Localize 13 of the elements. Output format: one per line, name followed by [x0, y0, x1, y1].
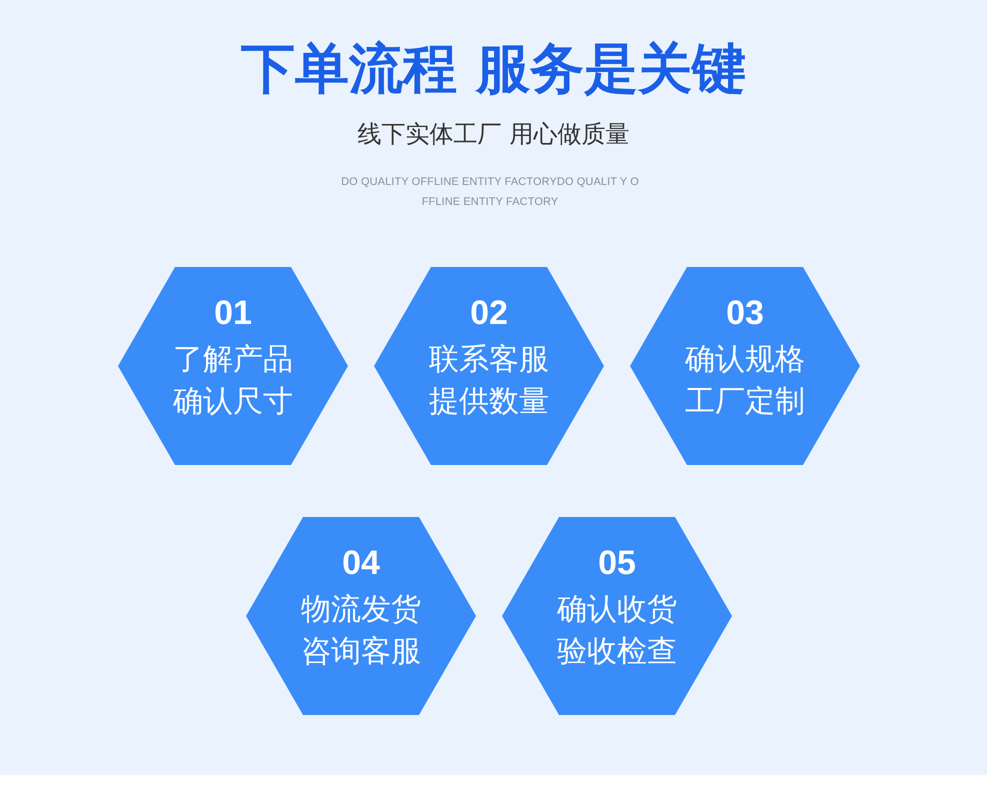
step-number: 04	[341, 543, 381, 583]
title: 下单流程 服务是关键	[240, 36, 747, 102]
subtitle: 线下实体工厂 用心做质量	[356, 119, 630, 150]
step-text: 物流发货咨询客服	[300, 591, 422, 671]
step-text: 联系客服提供数量	[428, 341, 550, 421]
step-number: 03	[725, 293, 765, 333]
step-number: 01	[213, 293, 253, 333]
step-text: 确认收货验收检查	[556, 591, 678, 671]
step-number: 05	[597, 543, 637, 583]
english-tagline: DO QUALITY OFFLINE ENTITY FACTORYDO QUALIT Y OFFLINE ENTITY FACTORY	[340, 175, 640, 210]
step-text: 了解产品确认尺寸	[172, 341, 294, 421]
step-text: 确认规格工厂定制	[684, 341, 806, 421]
step-number: 02	[469, 293, 509, 333]
